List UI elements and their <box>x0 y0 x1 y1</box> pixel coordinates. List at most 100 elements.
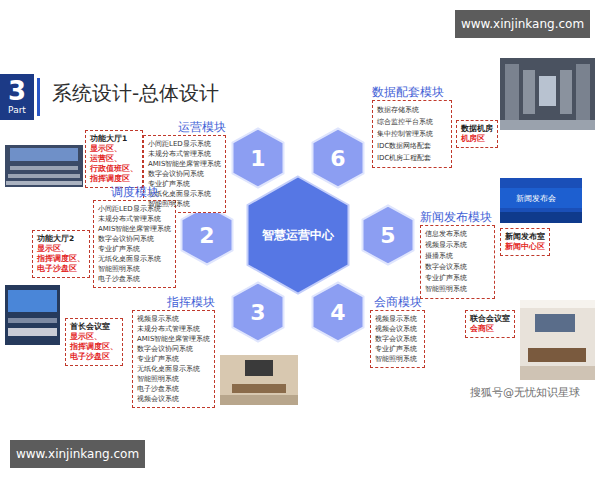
slide-title: 系统设计-总体设计 <box>52 80 219 106</box>
dispatch-hall-photo <box>5 285 60 345</box>
zone-item: 会商区 <box>470 324 510 334</box>
system-item: 专业扩声系统 <box>425 273 490 284</box>
system-item: 智能照明系统 <box>375 354 420 364</box>
press-photo <box>500 178 582 223</box>
watermark: www.xinjinkang.com <box>455 10 590 38</box>
module-list: 新闻发布模块信息发布系统视频显示系统摄播系统数字会议系统专业扩声系统智能照明系统 <box>420 210 495 299</box>
system-item: 摄播系统 <box>425 251 490 262</box>
hexagon-shape <box>233 283 284 342</box>
system-item: 未规分布式管理系统 <box>98 214 171 224</box>
room-title: 功能大厅2 <box>37 234 85 244</box>
system-item: 数字会议协同系统 <box>98 234 171 244</box>
hexagon-shape <box>248 177 349 294</box>
zone-item: 行政值班区、 <box>90 164 138 174</box>
zone-item: 指挥调度区 <box>90 174 138 184</box>
room-title: 首长会议室 <box>70 322 118 332</box>
hexagon-shape <box>313 129 364 188</box>
zone-item: 新闻中心区 <box>505 242 545 252</box>
module-hexagon: 3 <box>231 281 285 343</box>
system-item: IDC数据网络配套 <box>377 140 447 152</box>
hexagon-shape <box>182 206 233 265</box>
center-label: 智慧运营中心 <box>262 227 334 244</box>
dashed-frame: 小间距LED显示系统未规分布式管理系统AMIS智能坐席管理系统数字会议协同系统专… <box>143 135 226 213</box>
module-list: 会商模块视频显示系统视频会议系统数字会议系统专业扩声系统智能照明系统 <box>370 295 425 368</box>
rack <box>560 70 572 114</box>
module-title: 指挥模块 <box>132 295 215 309</box>
system-item: 视频显示系统 <box>375 314 420 324</box>
photo-ground <box>500 178 582 223</box>
zone-item: 运营区、 <box>90 154 138 164</box>
system-item: 信息发布系统 <box>425 229 490 240</box>
center-hexagon: 智慧运营中心 <box>246 175 350 295</box>
system-item: AMIS智能坐席管理系统 <box>137 334 210 344</box>
zone-item: 电子沙盘区 <box>70 352 118 362</box>
module-title: 调度模块 <box>93 185 176 199</box>
part-badge: 3Part <box>0 74 34 120</box>
dashed-frame: 视频显示系统未规分布式管理系统AMIS智能坐席管理系统数字会议协同系统专业扩声系… <box>132 310 215 408</box>
screen-wall <box>10 148 78 161</box>
conference-room-photo <box>520 300 595 380</box>
stage-floor <box>500 212 582 223</box>
system-item: 数字会议系统 <box>375 334 420 344</box>
module-title: 运营模块 <box>143 120 226 134</box>
part-word: Part <box>8 105 26 116</box>
photo-ground <box>5 285 60 345</box>
data-center-photo <box>500 58 595 130</box>
system-item: 智能照明系统 <box>137 374 210 384</box>
room-title: 联合会议室 <box>470 314 510 324</box>
system-item: 专业扩声系统 <box>148 179 221 189</box>
system-item: 专业扩声系统 <box>137 354 210 364</box>
desk-row <box>8 328 57 336</box>
screen <box>245 360 273 376</box>
module-title: 新闻发布模块 <box>420 210 495 224</box>
desk-row <box>8 174 80 178</box>
system-item: 视频会议系统 <box>137 394 210 404</box>
module-number: 4 <box>330 300 345 325</box>
system-item: 专业扩声系统 <box>98 244 171 254</box>
ceiling <box>520 300 595 308</box>
desk-row <box>10 166 78 170</box>
system-item: 小间距LED显示系统 <box>98 204 171 214</box>
zone-item: 显示区、 <box>37 244 85 254</box>
stage-band <box>500 188 582 208</box>
module-number: 1 <box>250 146 265 171</box>
module-hexagon: 2 <box>180 204 234 266</box>
floor <box>520 366 595 380</box>
system-item: 综合监控平台系统 <box>377 116 447 128</box>
watermark: www.xinjinkang.com <box>10 440 145 468</box>
system-item: 未规分布式管理系统 <box>137 324 210 334</box>
room-title: 功能大厅1 <box>90 134 138 144</box>
title-bar <box>37 78 40 116</box>
system-item: 无纸化桌面显示系统 <box>137 364 210 374</box>
system-item: 数据存储系统 <box>377 104 447 116</box>
zone-item: 指挥调度区、 <box>70 342 118 352</box>
floor <box>500 120 595 130</box>
watermark: 搜狐号@无忧知识星球 <box>470 386 580 400</box>
system-item: 未规分布式管理系统 <box>148 149 221 159</box>
room-box: 功能大厅2显示区、指挥调度区、电子沙盘区 <box>32 230 90 278</box>
hexagon-shape <box>233 129 284 188</box>
room-box: 新闻发布室新闻中心区 <box>500 228 550 256</box>
system-item: 智能照明系统 <box>98 264 171 274</box>
aisle-light <box>539 76 556 106</box>
system-item: 无纸化桌面显示系统 <box>148 189 221 199</box>
module-hexagon: 4 <box>311 281 365 343</box>
zone-item: 显示区、 <box>70 332 118 342</box>
system-item: 数字会议协同系统 <box>148 169 221 179</box>
module-number: 2 <box>199 223 214 248</box>
room-box: 首长会议室显示区、指挥调度区、电子沙盘区 <box>65 318 123 366</box>
dashed-frame: 视频显示系统视频会议系统数字会议系统专业扩声系统智能照明系统 <box>370 310 425 368</box>
rack <box>505 64 519 120</box>
table <box>528 348 586 362</box>
room-title: 数据机房 <box>461 124 493 134</box>
zone-item: 电子沙盘区 <box>37 264 85 274</box>
module-number: 5 <box>380 223 395 248</box>
desk-row <box>6 181 82 185</box>
table <box>232 384 286 393</box>
module-hexagon: 5 <box>361 204 415 266</box>
rack <box>576 64 590 120</box>
zone-item: 显示区、 <box>90 144 138 154</box>
system-item: 无纸化桌面显示系统 <box>98 254 171 264</box>
system-item: 电子沙盘系统 <box>137 384 210 394</box>
